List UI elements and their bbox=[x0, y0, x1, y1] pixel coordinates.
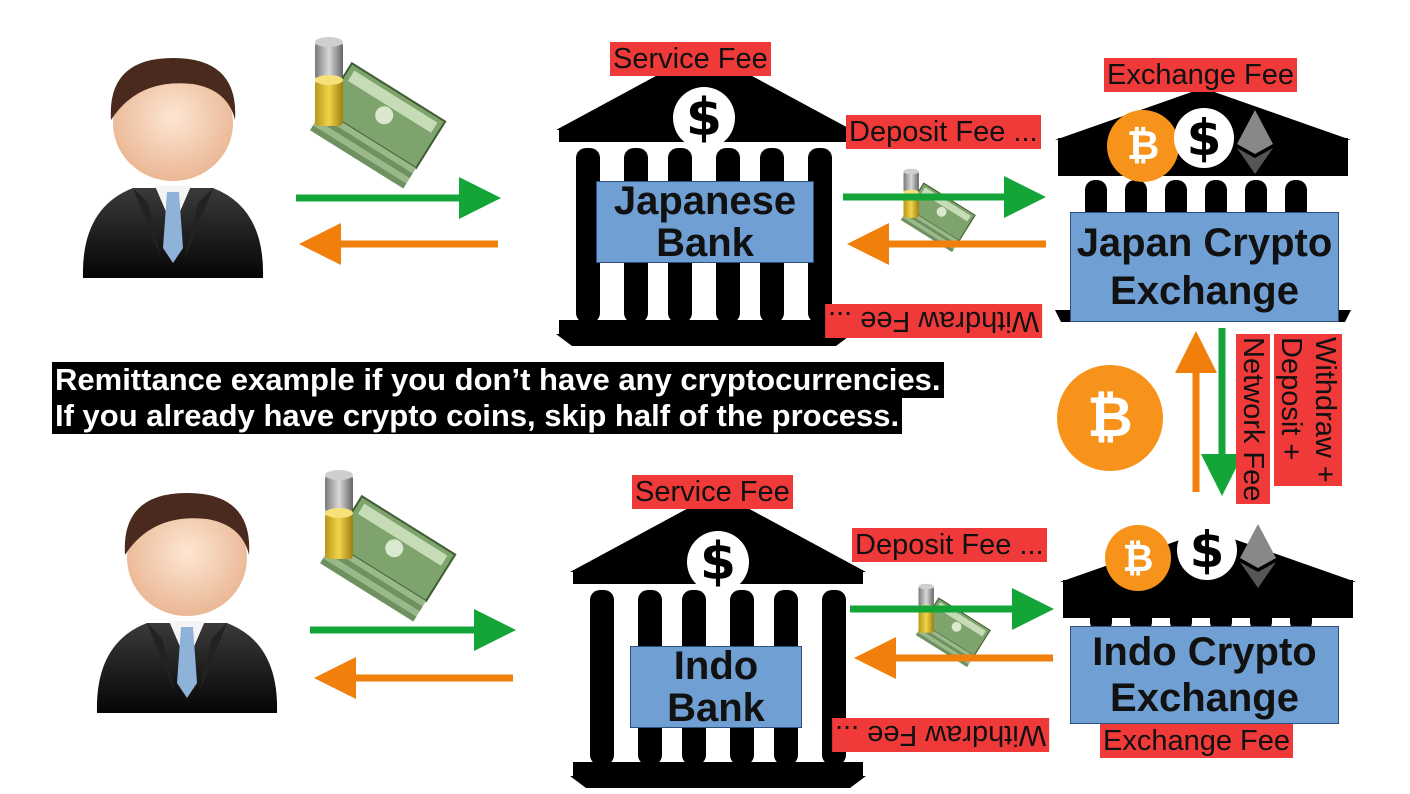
indo-exchange-dollar-icon bbox=[1177, 520, 1237, 580]
japanese-bank-dollar-icon bbox=[673, 87, 735, 149]
indo-bank-label-line1: Indo bbox=[673, 644, 759, 688]
indo-bank-label-line2: Bank bbox=[667, 686, 765, 730]
transfer-deposit-label: Deposit + bbox=[1275, 337, 1307, 461]
indo-bank-dollar-icon bbox=[687, 531, 749, 593]
transfer-bitcoin-glyph: ₿ bbox=[1087, 385, 1133, 450]
transfer-withdraw-deposit-fee-label: Withdraw + Deposit + bbox=[1274, 334, 1342, 486]
transfer-withdraw-label: Withdraw + bbox=[1309, 337, 1341, 483]
indo-exchange-bitcoin-icon bbox=[1105, 525, 1171, 591]
top-deposit-fee-label: Deposit Fee ... bbox=[846, 115, 1041, 149]
top-service-fee-label: Service Fee bbox=[610, 42, 771, 76]
japanese-bank-label-line1: Japanese bbox=[613, 179, 797, 223]
japan-exchange-dollar-glyph: $ bbox=[1186, 109, 1222, 167]
japan-exchange-bitcoin-icon bbox=[1107, 110, 1179, 182]
remittance-note-line2: If you already have crypto coins, skip h… bbox=[52, 398, 903, 434]
japan-exchange-dollar-icon bbox=[1174, 108, 1234, 168]
indo-bank-dollar-glyph: $ bbox=[699, 532, 737, 592]
top-cash-icon bbox=[309, 36, 447, 190]
japan-exchange-bitcoin-glyph: ₿ bbox=[1126, 123, 1160, 169]
bottom-service-fee-label: Service Fee bbox=[632, 475, 793, 509]
top-exchange-fee-label: Exchange Fee bbox=[1104, 58, 1298, 92]
transfer-network-fee-label: Network Fee bbox=[1236, 334, 1270, 505]
indo-exchange-dollar-glyph: $ bbox=[1189, 521, 1225, 579]
indo-exchange-label: Indo Crypto Exchange bbox=[1070, 626, 1339, 724]
indo-exchange-bitcoin-glyph: ₿ bbox=[1122, 536, 1154, 580]
receiver-person-icon bbox=[96, 493, 278, 713]
remittance-note-line1: Remittance example if you don’t have any… bbox=[52, 362, 944, 398]
top-withdraw-fee-label: Withdraw Fee ... bbox=[825, 304, 1043, 338]
indo-exchange-label-line2: Exchange bbox=[1110, 676, 1299, 720]
japan-exchange-label-line2: Exchange bbox=[1110, 269, 1299, 313]
bottom-exchange-fee-label: Exchange Fee bbox=[1100, 724, 1294, 758]
japanese-bank-label: Japanese Bank bbox=[596, 179, 814, 265]
bottom-cash-icon bbox=[319, 469, 457, 623]
bottom-withdraw-fee-label: Withdraw Fee ... bbox=[832, 718, 1050, 752]
japan-exchange-label-line1: Japan Crypto bbox=[1076, 221, 1333, 265]
japanese-bank-label-line2: Bank bbox=[656, 221, 754, 265]
top-transfer-cash-icon bbox=[900, 168, 976, 253]
indo-exchange-label-line1: Indo Crypto bbox=[1092, 630, 1317, 674]
indo-exchange-ethereum-icon bbox=[1240, 524, 1276, 588]
sender-person-icon bbox=[82, 58, 264, 278]
japanese-bank-dollar-glyph: $ bbox=[685, 88, 723, 148]
japan-exchange-label: Japan Crypto Exchange bbox=[1070, 212, 1339, 322]
bottom-deposit-fee-label: Deposit Fee ... bbox=[852, 528, 1047, 562]
indo-bank-label: Indo Bank bbox=[630, 644, 802, 730]
transfer-bitcoin-icon bbox=[1057, 365, 1163, 471]
japan-exchange-ethereum-icon bbox=[1237, 110, 1273, 174]
